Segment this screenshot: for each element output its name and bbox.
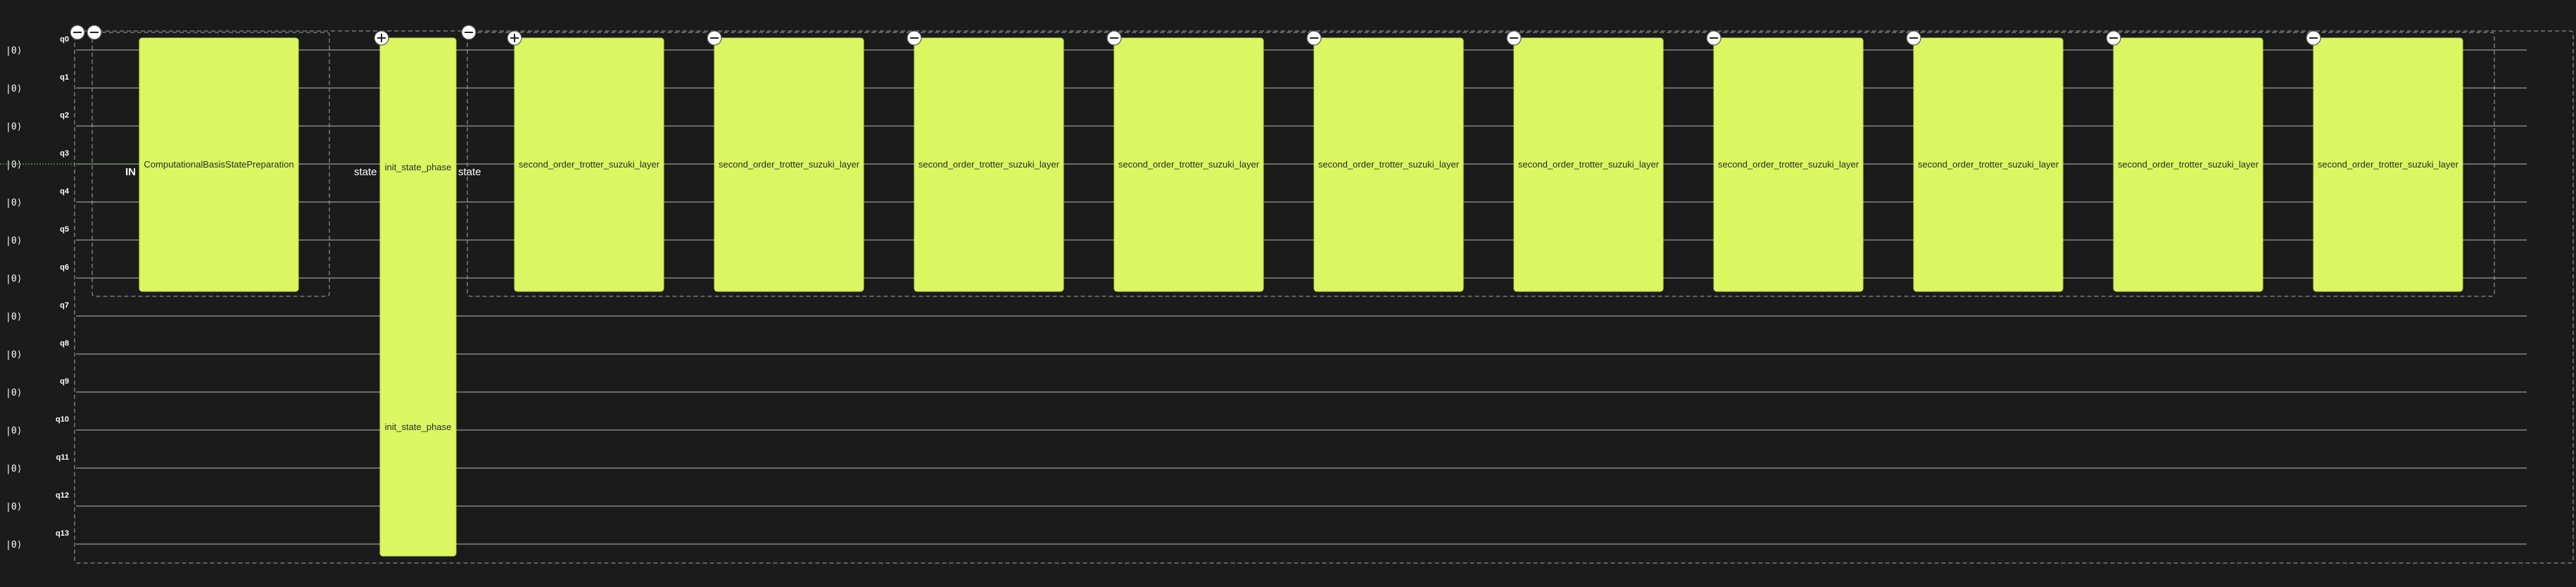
trotter-layer-box (1913, 37, 2064, 292)
layer-collapse-button[interactable] (2106, 30, 2121, 46)
trotter-layer-gate[interactable]: second_order_trotter_suzuki_layer (1513, 37, 1664, 292)
trotter-layer-label: second_order_trotter_suzuki_layer (719, 159, 860, 170)
layer-collapse-button[interactable] (1506, 30, 1522, 46)
trotter-layer-gate[interactable]: second_order_trotter_suzuki_layer (2113, 37, 2264, 292)
layer-collapse-button[interactable] (1906, 30, 1921, 46)
trotter-layer-box (2313, 37, 2463, 292)
trotter-layer-box (1713, 37, 1864, 292)
qubit-initial-state: |0⟩ (6, 160, 22, 170)
qubit-initial-state: |0⟩ (6, 464, 22, 474)
trotter-layers: second_order_trotter_suzuki_layer second_… (507, 30, 2463, 292)
trotter-layer-box (1313, 37, 1464, 292)
prep-gate[interactable]: ComputationalBasisStatePreparation (139, 37, 299, 292)
port-state-in-label: state (458, 166, 481, 178)
qubit-name: q0 (60, 35, 69, 44)
layer-collapse-button[interactable] (707, 30, 722, 46)
qubit-name: q13 (56, 529, 69, 538)
trotter-layer-label: second_order_trotter_suzuki_layer (1918, 159, 2059, 170)
trotter-layer-gate[interactable]: second_order_trotter_suzuki_layer (514, 37, 664, 292)
prep-gate-label: ComputationalBasisStatePreparation (144, 159, 293, 170)
qubit-name: q3 (60, 149, 69, 158)
trotter-layer-gate[interactable]: second_order_trotter_suzuki_layer (1313, 37, 1464, 292)
port-state-out-label: state (354, 166, 377, 178)
layer-collapse-button[interactable] (1106, 30, 1122, 46)
qubit-initial-state: |0⟩ (6, 350, 22, 360)
prep-collapse-button[interactable] (87, 25, 102, 40)
prep-block-frame (91, 32, 330, 297)
outer-collapse-button[interactable] (70, 25, 85, 40)
qubit-name: q8 (60, 339, 69, 348)
port-in-label: IN (125, 166, 136, 178)
trotter-layer-gate[interactable]: second_order_trotter_suzuki_layer (714, 37, 864, 292)
qubit-initial-state: |0⟩ (6, 84, 22, 94)
trotter-layer-gate[interactable]: second_order_trotter_suzuki_layer (1713, 37, 1864, 292)
qubit-initial-state: |0⟩ (6, 502, 22, 512)
phase-gate-label-bottom: init_state_phase (385, 422, 452, 432)
phase-gate[interactable]: init_state_phase init_state_phase (379, 37, 457, 557)
phase-gate-box (379, 37, 457, 557)
qubit-initial-state: |0⟩ (6, 198, 22, 208)
qubit-name: q12 (56, 491, 69, 500)
qubit-wires (76, 49, 2527, 545)
qubit-initial-state: |0⟩ (6, 426, 22, 436)
layer-collapse-button[interactable] (2306, 30, 2321, 46)
trotter-layer-label: second_order_trotter_suzuki_layer (2318, 159, 2459, 170)
phase-gate-label-top: init_state_phase (385, 162, 452, 172)
qubit-name: q6 (60, 263, 69, 272)
qubit-initial-state: |0⟩ (6, 540, 22, 550)
qubit-name: q9 (60, 377, 69, 386)
qubit-name: q7 (60, 301, 69, 310)
trotter-layer-gate[interactable]: second_order_trotter_suzuki_layer (2313, 37, 2463, 292)
evolution-collapse-button[interactable] (461, 25, 476, 40)
layer-collapse-button[interactable] (1306, 30, 1322, 46)
trotter-layer-box (2113, 37, 2264, 292)
trotter-layer-box (714, 37, 864, 292)
trotter-layer-label: second_order_trotter_suzuki_layer (1318, 159, 1460, 170)
trotter-layer-label: second_order_trotter_suzuki_layer (918, 159, 1060, 170)
trotter-layer-box (514, 37, 664, 292)
outer-block-frame (74, 30, 2574, 564)
trotter-layer-box (1513, 37, 1664, 292)
qubit-name: q1 (60, 73, 69, 82)
layer-collapse-button[interactable] (907, 30, 922, 46)
phase-expand-button[interactable] (374, 30, 389, 46)
trotter-layer-box (1113, 37, 1264, 292)
layer-collapse-button[interactable] (1706, 30, 1722, 46)
trotter-layer-box (914, 37, 1064, 292)
trotter-layer-label: second_order_trotter_suzuki_layer (1118, 159, 1260, 170)
qubit-labels: |0⟩ q0 |0⟩ q1 |0⟩ q2 |0⟩ q3 |0⟩ q4 |0⟩ q5 |0⟩ q6 |0⟩ q7… (6, 35, 70, 550)
qubit-initial-state: |0⟩ (6, 46, 22, 56)
qubit-initial-state: |0⟩ (6, 122, 22, 132)
qubit-name: q2 (60, 111, 69, 120)
qubit-initial-state: |0⟩ (6, 274, 22, 284)
trotter-layer-gate[interactable]: second_order_trotter_suzuki_layer (1913, 37, 2064, 292)
qubit-name: q5 (60, 225, 69, 234)
trotter-layer-gate[interactable]: second_order_trotter_suzuki_layer (1113, 37, 1264, 292)
trotter-layer-label: second_order_trotter_suzuki_layer (1518, 159, 1660, 170)
qubit-initial-state: |0⟩ (6, 236, 22, 246)
qubit-name: q11 (56, 453, 69, 462)
trotter-layer-gate[interactable]: second_order_trotter_suzuki_layer (914, 37, 1064, 292)
layer-expand-button[interactable] (507, 30, 522, 46)
trotter-layer-label: second_order_trotter_suzuki_layer (519, 159, 660, 170)
qubit-name: q4 (60, 187, 70, 196)
trotter-layer-label: second_order_trotter_suzuki_layer (2118, 159, 2259, 170)
prep-gate-box (139, 37, 299, 292)
qubit-name: q10 (56, 415, 69, 424)
trotter-layer-label: second_order_trotter_suzuki_layer (1718, 159, 1860, 170)
qubit-initial-state: |0⟩ (6, 312, 22, 322)
qubit-initial-state: |0⟩ (6, 388, 22, 398)
